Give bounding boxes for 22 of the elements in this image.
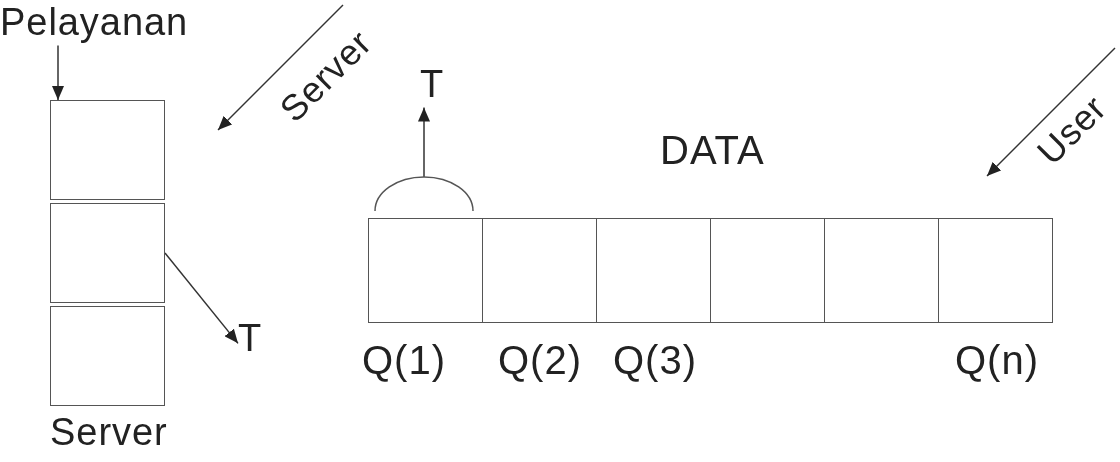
caption-label: Server [50,410,168,455]
arrow [418,106,430,178]
text-label: Pelayanan [0,0,189,46]
caption-label: Q(3) [613,337,697,384]
stack-box [50,203,165,303]
queue-box [938,218,1053,323]
stack-box [50,306,165,406]
queue-box [710,218,825,323]
arc [374,176,474,212]
text-label: T [238,316,263,362]
text-label: T [420,62,445,108]
caption-label: Q(2) [498,337,582,384]
stack-box [50,100,165,200]
caption-label: Q(1) [362,337,446,384]
text-label: DATA [660,127,765,174]
caption-label: Q(n) [955,337,1039,384]
queue-box [596,218,711,323]
arrow [52,44,64,101]
queue-box [824,218,939,323]
arrow [164,252,239,345]
queue-box [368,218,483,323]
queue-box [482,218,597,323]
